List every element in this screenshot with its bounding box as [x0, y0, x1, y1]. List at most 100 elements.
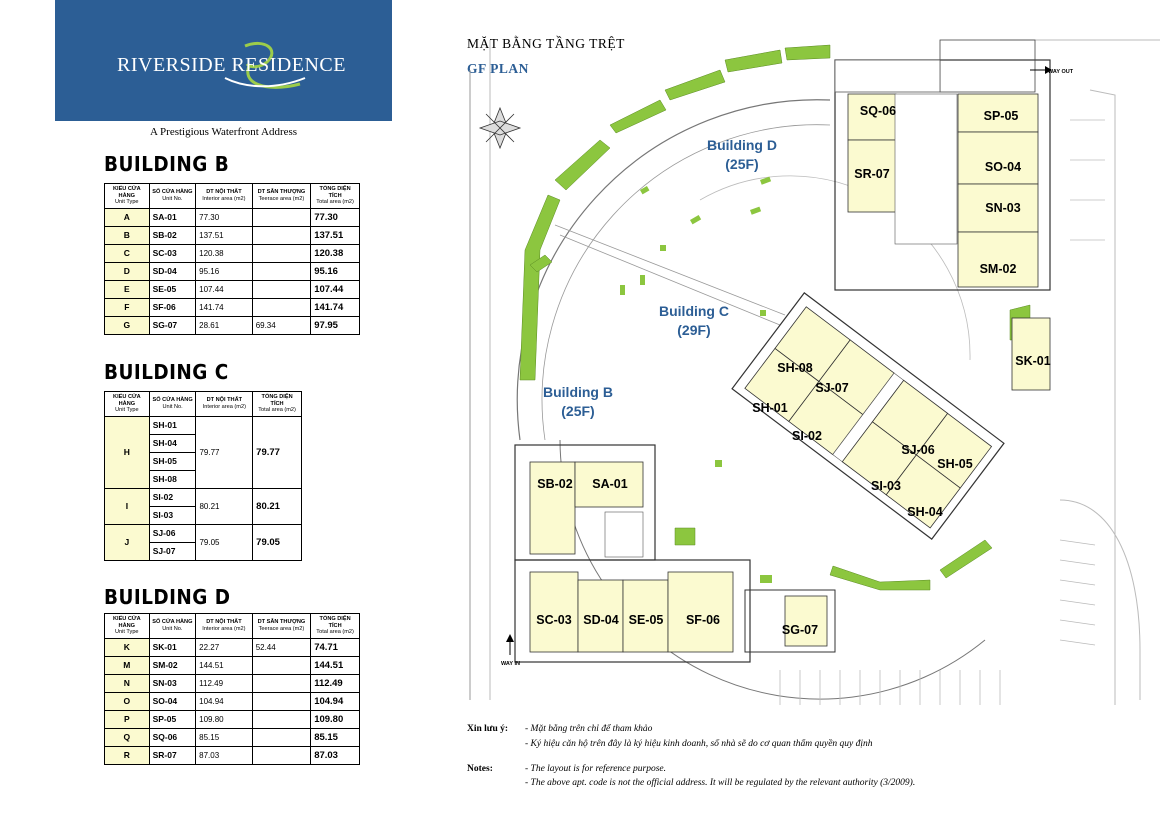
- walkway-line: [554, 224, 786, 316]
- landscape-strips: [519, 44, 1031, 591]
- unit-label: SG-07: [782, 623, 818, 637]
- total-area-cell: 79.77: [252, 415, 302, 489]
- building-c-label: Building C: [659, 303, 729, 319]
- brand-logo-panel: RIVERSIDE RESIDENCE: [55, 0, 392, 121]
- notes-en: Notes: - The layout is for reference pur…: [467, 764, 915, 788]
- way-in-arrow-icon: [506, 634, 514, 655]
- unit-label: SK-01: [1015, 354, 1050, 368]
- unit-label: SF-06: [686, 613, 720, 627]
- total-area-cell: 97.95: [310, 315, 360, 335]
- building-d-heading: BUILDING D: [104, 585, 231, 609]
- unit-label: SR-07: [854, 167, 889, 181]
- unit-type-cell: A: [104, 207, 150, 227]
- unit-label: SB-02: [537, 477, 572, 491]
- unit-type-cell: C: [104, 243, 150, 263]
- building-b-units: [529, 461, 828, 653]
- way-in-label: WAY IN: [501, 661, 520, 667]
- plan-subtitle: GF PLAN: [467, 61, 529, 76]
- unit-type-cell: F: [104, 297, 150, 317]
- unit-label: SH-01: [752, 401, 787, 415]
- notes-vi: Xin lưu ý: - Mặt bằng trên chỉ để tham k…: [467, 724, 873, 749]
- logo-text: RIVERSIDE RESIDENCE: [117, 54, 346, 76]
- parking-stalls: [779, 119, 1105, 705]
- road-curve: [1059, 499, 1141, 700]
- building-b: [514, 444, 836, 663]
- total-area-cell: 74.71: [310, 637, 360, 657]
- unit-label: SJ-07: [815, 381, 848, 395]
- unit-type-cell: N: [104, 673, 150, 693]
- building-b-heading: BUILDING B: [104, 152, 230, 176]
- plaza-arc-inner: [541, 124, 831, 441]
- unit-no-cell: SR-07: [148, 745, 197, 765]
- unit-type-cell: J: [104, 523, 150, 561]
- unit-label: SJ-06: [901, 443, 934, 457]
- notes-vi-2: - Ký hiệu căn hộ trên đây là ký hiệu kin…: [525, 739, 873, 749]
- unit-label: SH-05: [937, 457, 972, 471]
- table-row: SJ-07: [105, 541, 302, 561]
- unit-type-cell: G: [104, 315, 150, 335]
- interior-area-cell: 104.94: [195, 691, 253, 711]
- building-d-label: Building D: [707, 137, 777, 153]
- notes-en-1: - The layout is for reference purpose.: [525, 764, 666, 774]
- unit-label: SM-02: [980, 262, 1017, 276]
- interior-area-cell: 28.61: [195, 315, 253, 335]
- total-area-cell: 79.05: [252, 523, 302, 561]
- interior-area-cell: 87.03: [195, 745, 253, 765]
- total-area-cell: 87.03: [310, 745, 360, 765]
- unit-label: SN-03: [985, 201, 1020, 215]
- plaza-arc-outer: [516, 99, 831, 441]
- unit-label: SP-05: [984, 109, 1019, 123]
- compass-icon: [478, 106, 522, 150]
- way-out-label: WAY OUT: [1048, 69, 1074, 75]
- building-c: [731, 292, 1005, 540]
- interior-area-cell: 79.05: [195, 523, 254, 561]
- building-d-units: [847, 93, 1051, 391]
- building-d-floors: (25F): [725, 156, 758, 172]
- unit-label: SO-04: [985, 160, 1021, 174]
- unit-label: SE-05: [629, 613, 664, 627]
- unit-type-cell: D: [104, 261, 150, 281]
- unit-type-cell: H: [104, 415, 150, 489]
- unit-no-cell: SJ-07: [148, 541, 197, 561]
- notes-en-label: Notes:: [467, 764, 493, 774]
- way-out-arrow-icon: [1030, 66, 1052, 74]
- unit-label: SH-04: [907, 505, 942, 519]
- unit-type-cell: K: [104, 637, 150, 657]
- unit-type-cell: I: [104, 487, 150, 525]
- unit-label: SQ-06: [860, 104, 896, 118]
- building-d-core: [894, 93, 958, 245]
- building-b-label: Building B: [543, 384, 613, 400]
- unit-type-cell: M: [104, 655, 150, 675]
- unit-label: SD-04: [583, 613, 618, 627]
- building-b-floors: (25F): [561, 403, 594, 419]
- interior-area-cell: 77.30: [195, 207, 253, 227]
- building-d-outline: [834, 39, 1051, 291]
- notes-vi-label: Xin lưu ý:: [467, 724, 509, 734]
- tagline: A Prestigious Waterfront Address: [149, 126, 298, 138]
- plan-title: MẶT BẰNG TẦNG TRỆT: [467, 36, 625, 51]
- building-c-heading: BUILDING C: [104, 360, 229, 384]
- notes-vi-1: - Mặt bằng trên chỉ để tham khảo: [525, 724, 653, 734]
- unit-label: SH-08: [777, 361, 812, 375]
- logo-swirl-icon: [224, 41, 306, 89]
- road-edge-right: [1089, 89, 1116, 705]
